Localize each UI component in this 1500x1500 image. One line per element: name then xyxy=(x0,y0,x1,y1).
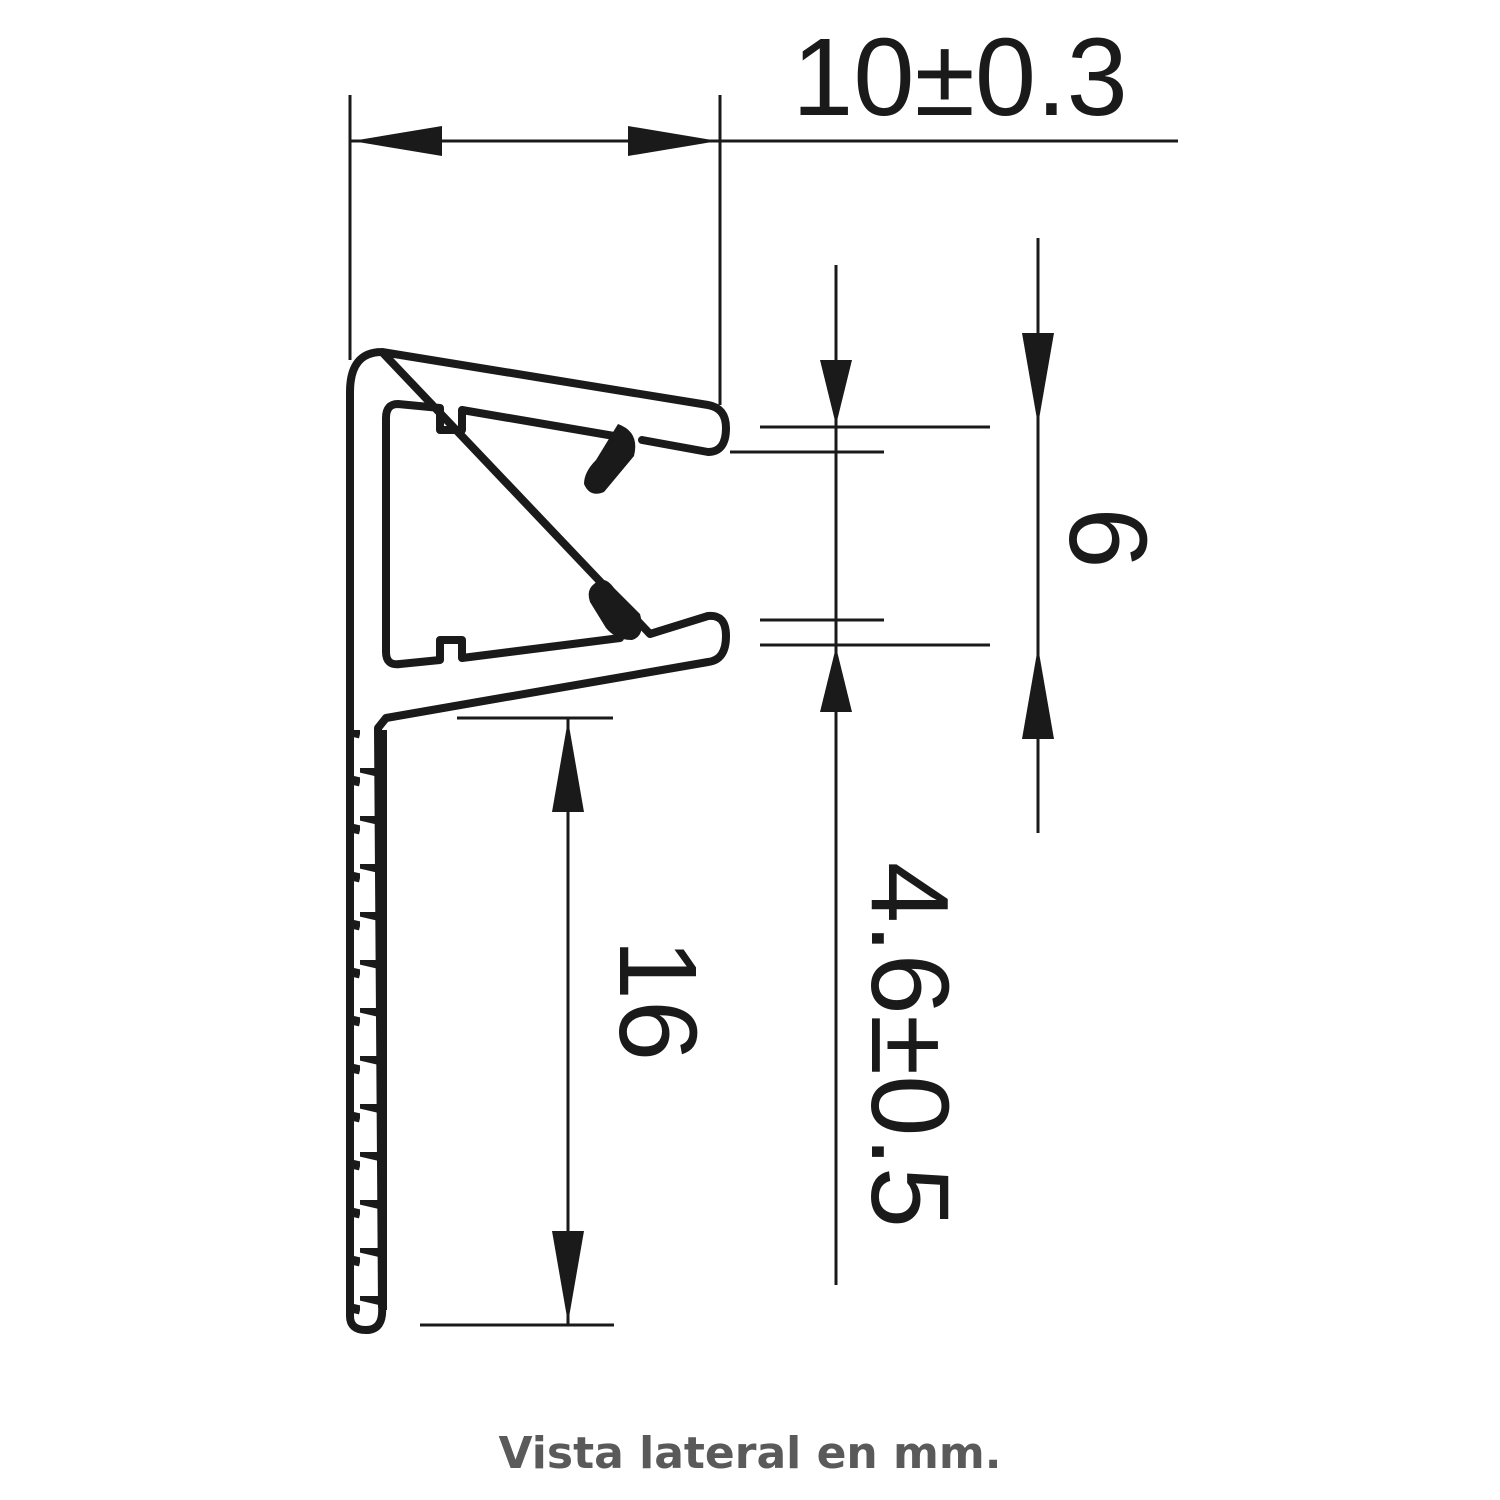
arrow-gap-inner-down xyxy=(820,360,852,425)
arrow-width-left xyxy=(352,126,442,156)
arrow-lip-down xyxy=(552,1231,584,1323)
seal-profile xyxy=(346,348,730,1334)
arrow-lip-up xyxy=(552,720,584,812)
dim-label-gap-outer: 6 xyxy=(1046,507,1169,568)
arrow-gap-inner-up xyxy=(820,647,852,712)
caption: Vista lateral en mm. xyxy=(498,1428,1002,1479)
profile-outer-contour xyxy=(346,348,730,1334)
dim-label-gap-inner: 4.6±0.5 xyxy=(848,862,971,1228)
sealing-fins xyxy=(584,424,642,640)
arrow-width-right xyxy=(628,126,718,156)
glass-lip-hatch xyxy=(352,730,382,1320)
lower-fin xyxy=(588,579,642,640)
arrowheads xyxy=(352,126,1054,1323)
dim-label-lip-height: 16 xyxy=(596,939,719,1061)
upper-fin xyxy=(584,424,636,494)
dim-label-width: 10±0.3 xyxy=(792,16,1128,139)
arrow-gap-outer-up xyxy=(1022,647,1054,739)
dimension-lines xyxy=(348,95,1178,1327)
arrow-gap-outer-down xyxy=(1022,333,1054,425)
